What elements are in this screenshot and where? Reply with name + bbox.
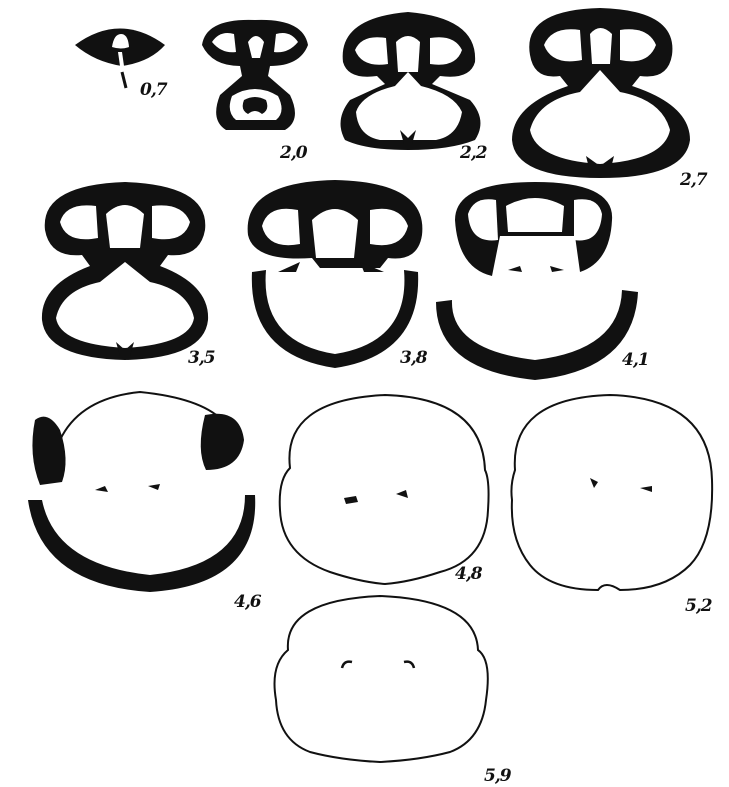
section-label: 4,1 (622, 352, 649, 369)
section-label: 4,6 (234, 594, 261, 611)
section-label: 4,8 (455, 566, 482, 583)
section-label: 0,7 (140, 82, 167, 99)
section-drawing-9 (280, 395, 489, 584)
section-drawing-11 (275, 596, 488, 762)
section-label: 5,9 (484, 768, 511, 785)
section-label: 2,0 (280, 145, 307, 162)
section-drawing-5 (42, 182, 208, 360)
section-drawing-7 (436, 182, 638, 380)
section-label: 3,8 (400, 350, 427, 367)
section-label: 5,2 (685, 598, 712, 615)
section-drawing-6 (248, 180, 423, 368)
section-drawing-3 (341, 12, 481, 150)
section-label: 3,5 (188, 350, 215, 367)
section-drawing-8 (28, 392, 255, 592)
section-drawing-4 (512, 8, 690, 178)
section-drawing-2 (202, 20, 308, 130)
section-label: 2,7 (680, 172, 707, 189)
section-label: 2,2 (460, 145, 487, 162)
section-drawing-10 (511, 395, 712, 590)
